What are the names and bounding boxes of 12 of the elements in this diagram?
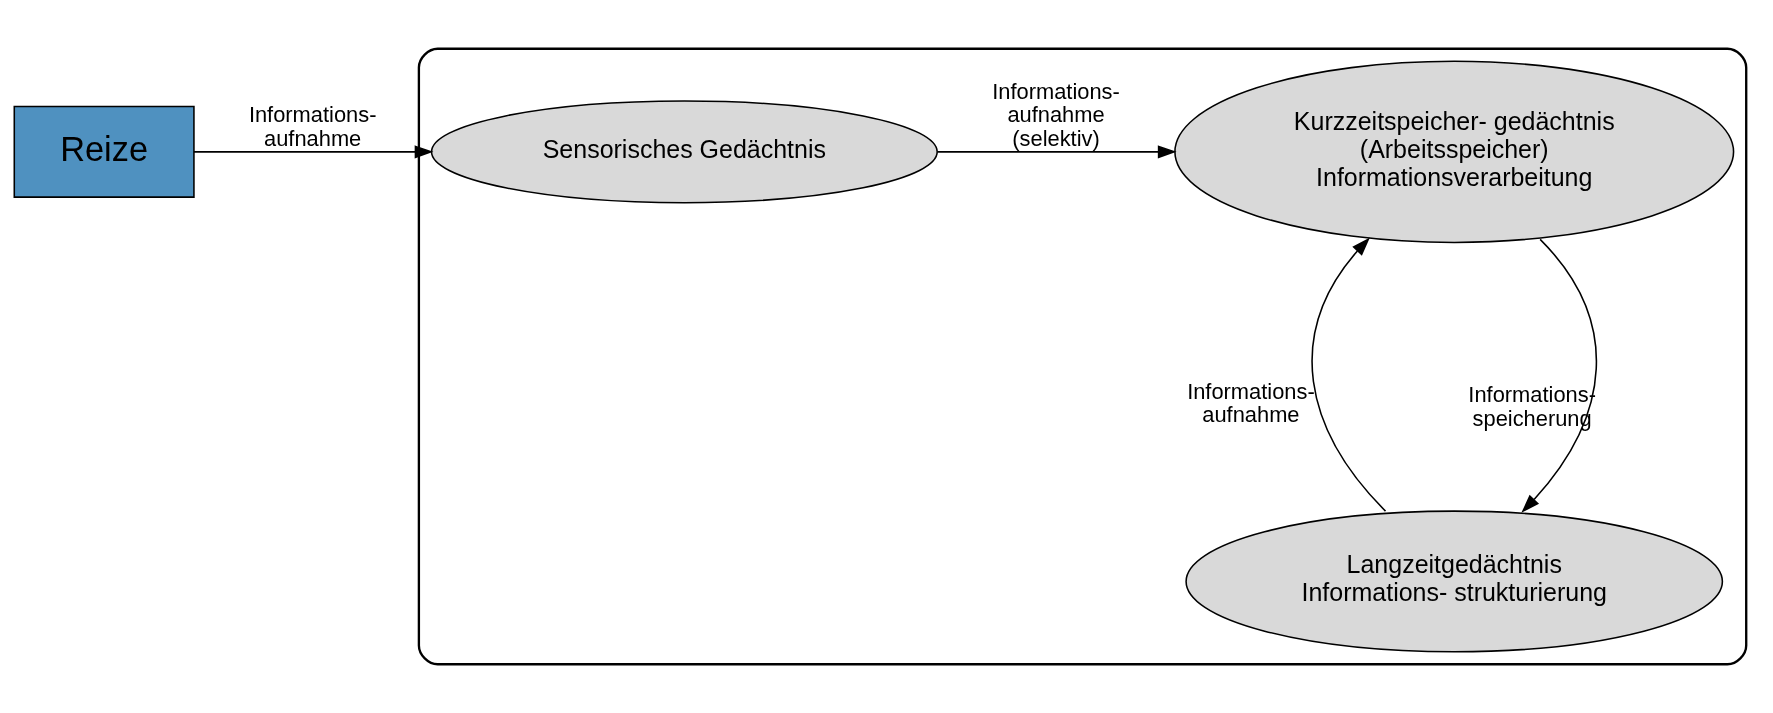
- arrow: [1311, 237, 1387, 512]
- node-ellipse: Kurzzeitspeicher- gedächtnis (Arbeitsspeicher) Informationsverarbeitung: [1174, 60, 1735, 244]
- edge-label: Informations- aufnahme: [248, 102, 377, 151]
- arrow: [193, 145, 434, 159]
- edge-label: Informations- aufnahme (selektiv): [992, 79, 1120, 151]
- cluster: [417, 47, 1748, 666]
- node-ellipse: Sensorisches Gedächtnis: [430, 100, 938, 204]
- edge-label: Informations- aufnahme: [1187, 378, 1315, 428]
- arrow: [936, 145, 1177, 159]
- node-ellipse: Langzeitgedächtnis Informations- strukturierung: [1185, 510, 1724, 653]
- arrow: [1521, 238, 1597, 513]
- node-box: Reize: [13, 105, 195, 198]
